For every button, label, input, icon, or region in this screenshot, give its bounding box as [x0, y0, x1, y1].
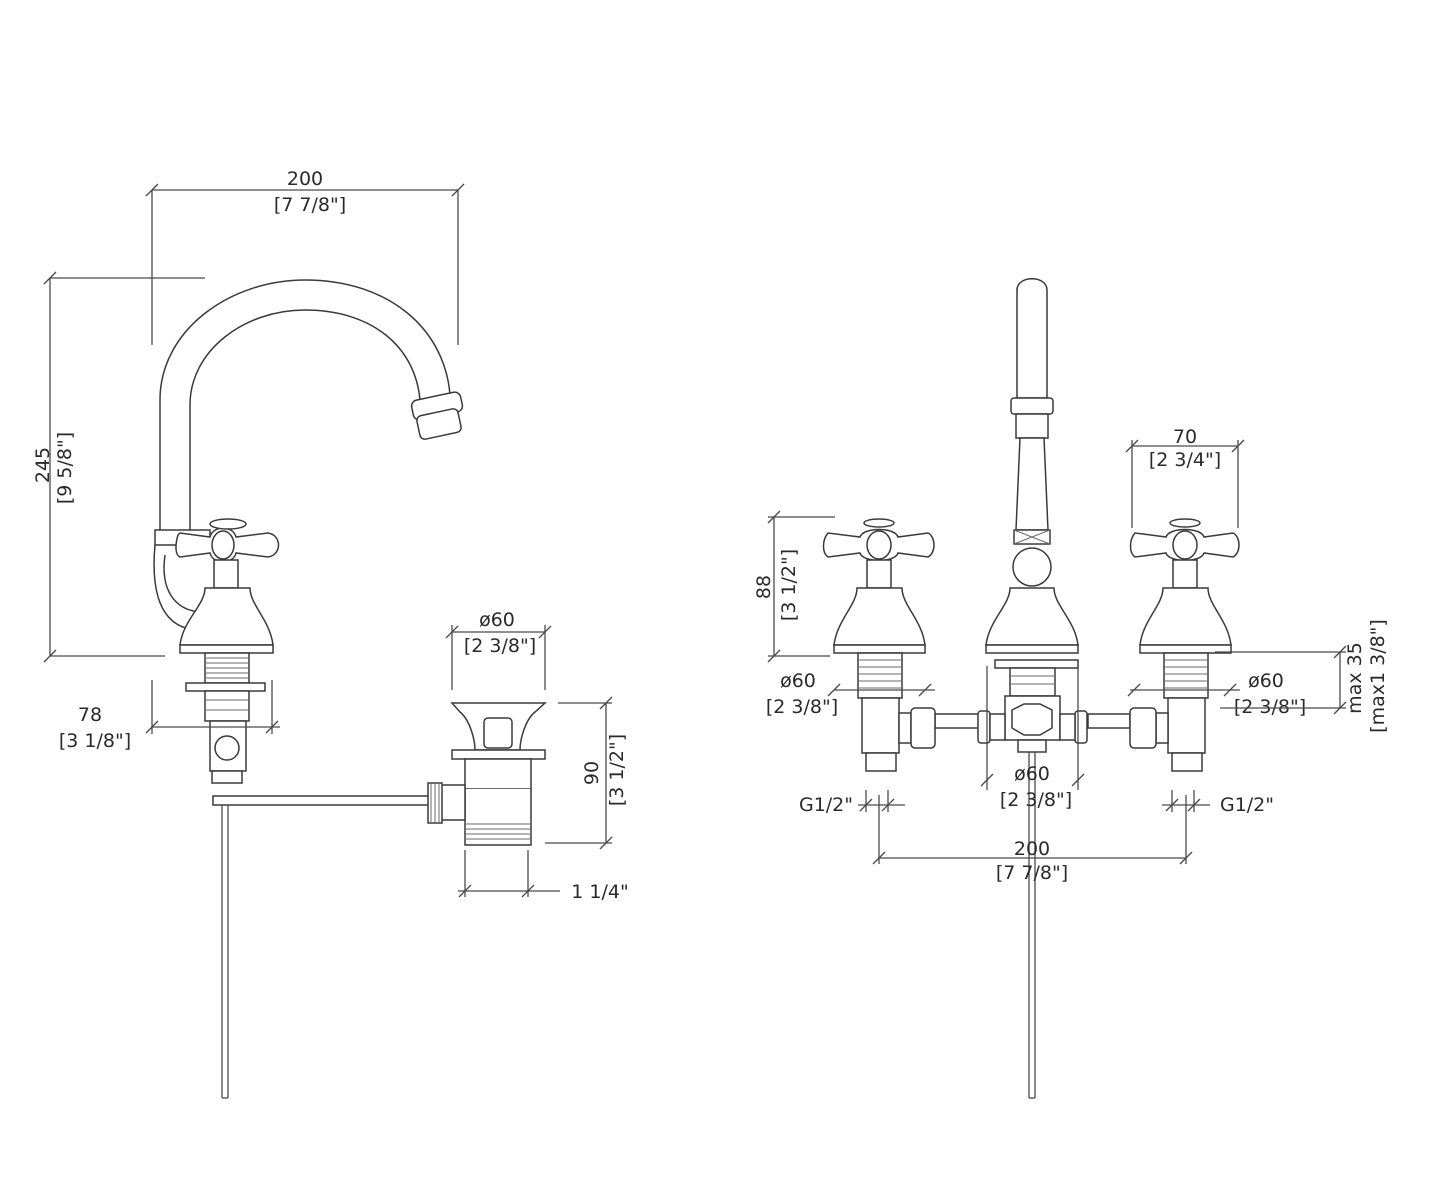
dim-height-side-in: [9 5/8"]: [54, 432, 76, 504]
dim-drain-thread-label: 1 1/4": [571, 881, 628, 903]
dim-center-base-dia-mm: ø60: [1014, 763, 1050, 785]
front-right-valve: [1129, 518, 1240, 772]
dim-right-base-dia-mm: ø60: [1248, 670, 1284, 692]
dim-height-side: [43, 271, 205, 663]
dim-deck-mm: max 35: [1344, 642, 1366, 714]
dim-handle-spread-mm: 70: [1173, 426, 1197, 448]
dim-drain-thread: [458, 850, 560, 898]
dim-width-side-in: [7 7/8"]: [274, 194, 346, 216]
front-left-valve: [822, 518, 936, 772]
dim-right-base-dia-in: [2 3/8"]: [1234, 696, 1306, 718]
dim-left-base-dia-mm: ø60: [780, 670, 816, 692]
dim-width-side: [145, 183, 465, 345]
dim-left-thread-label: G1/2": [799, 794, 853, 816]
dim-handle-height-in: [3 1/2"]: [778, 549, 800, 621]
dim-drain-height: [545, 696, 613, 850]
dim-drain-dia: [445, 625, 552, 690]
dim-center-spacing-in: [7 7/8"]: [996, 862, 1068, 884]
dim-handle-spread: [1125, 439, 1245, 528]
dim-center-spacing-mm: 200: [1014, 838, 1050, 860]
dim-drain-dia-in: [2 3/8"]: [464, 635, 536, 657]
side-view-faucet: [153, 279, 464, 1099]
dim-left-base-dia: [827, 683, 935, 697]
dim-width-side-mm: 200: [287, 168, 323, 190]
dim-right-thread-label: G1/2": [1220, 794, 1274, 816]
front-view-faucet: [934, 278, 1131, 1099]
dim-handle-spread-in: [2 3/4"]: [1149, 449, 1221, 471]
dim-left-base-dia-in: [2 3/8"]: [766, 696, 838, 718]
dim-height-side-mm: 245: [32, 447, 54, 483]
dim-handle-height: [767, 510, 835, 663]
threaded-shank: [185, 652, 266, 784]
dim-handle-height-mm: 88: [753, 575, 775, 599]
pop-up-drain: [427, 702, 547, 846]
dim-left-thread: [858, 790, 905, 812]
dim-deck-in: [max1 3/8"]: [1367, 619, 1389, 733]
dim-drain-height-mm: 90: [581, 761, 603, 785]
dim-center-base-dia-in: [2 3/8"]: [1000, 789, 1072, 811]
dim-drain-dia-mm: ø60: [479, 609, 515, 631]
dim-reach-side: [145, 680, 280, 734]
dim-center-base-dia: [980, 666, 1085, 790]
dim-drain-height-in: [3 1/2"]: [606, 734, 628, 806]
dim-reach-side-mm: 78: [78, 704, 102, 726]
dim-deck: [1215, 645, 1347, 715]
dim-reach-side-in: [3 1/8"]: [59, 730, 131, 752]
dim-right-base-dia: [1127, 683, 1240, 697]
dim-center-spacing: [872, 795, 1193, 865]
